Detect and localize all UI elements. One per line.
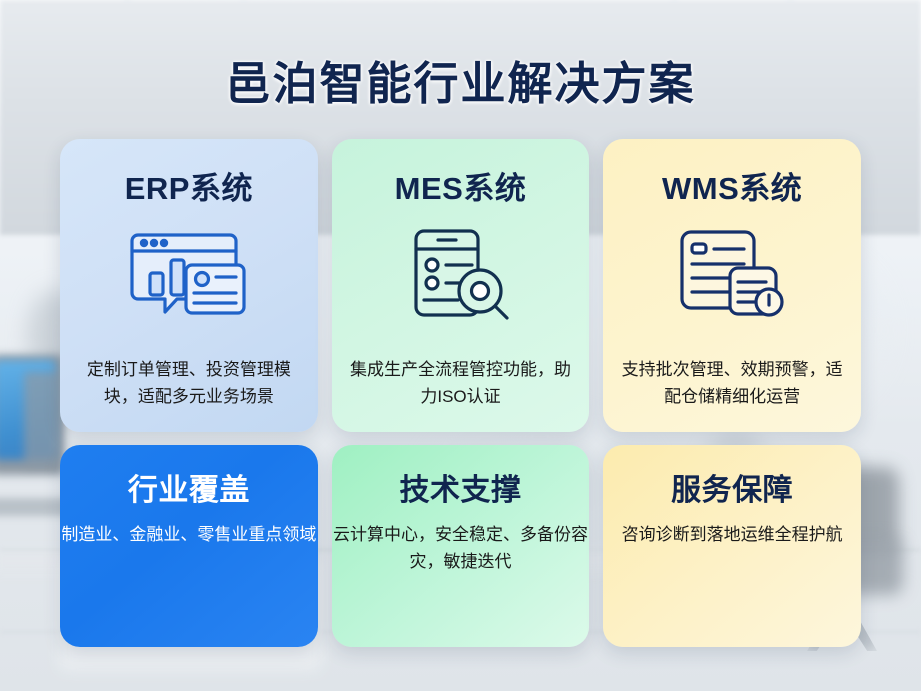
- monitor-frame: [24, 372, 60, 468]
- card-row-top: ERP系统: [60, 139, 862, 432]
- card-service-guarantee-title: 服务保障: [671, 474, 794, 507]
- keyboard: [0, 498, 76, 516]
- card-wms[interactable]: WMS系统: [603, 139, 862, 432]
- card-service-guarantee[interactable]: 服务保障 咨询诊断到落地运维全程护航: [603, 445, 862, 647]
- card-mes-desc: 集成生产全流程管控功能，助力ISO认证: [350, 360, 571, 406]
- tablet-checklist-search-icon: [401, 224, 521, 324]
- card-industry-coverage[interactable]: 行业覆盖 制造业、金融业、零售业重点领域: [60, 445, 318, 647]
- dashboard-window-icon: [129, 224, 249, 324]
- card-tech-support-title: 技术支撑: [399, 474, 522, 507]
- card-erp[interactable]: ERP系统: [60, 139, 318, 432]
- card-grid: ERP系统: [60, 139, 862, 647]
- card-wms-title: WMS系统: [662, 171, 803, 206]
- card-erp-title: ERP系统: [124, 171, 253, 206]
- card-industry-coverage-title: 行业覆盖: [127, 474, 250, 507]
- card-service-guarantee-desc: 咨询诊断到落地运维全程护航: [621, 525, 843, 544]
- card-mes[interactable]: MES系统: [331, 139, 590, 432]
- card-mes-title: MES系统: [394, 171, 527, 206]
- card-row-bottom: 行业覆盖 制造业、金融业、零售业重点领域 技术支撑 云计算中心，安全稳定、多备份…: [60, 445, 862, 647]
- card-tech-support-desc: 云计算中心，安全稳定、多备份容灾，敏捷迭代: [333, 525, 588, 572]
- card-wms-desc: 支持批次管理、效期预警，适配仓储精细化运营: [621, 360, 843, 406]
- card-tech-support[interactable]: 技术支撑 云计算中心，安全稳定、多备份容灾，敏捷迭代: [331, 445, 590, 647]
- documents-alert-icon: [672, 224, 792, 324]
- card-erp-desc: 定制订单管理、投资管理模块，适配多元业务场景: [86, 360, 291, 406]
- page-title: 邑泊智能行业解决方案: [225, 58, 696, 109]
- card-industry-coverage-desc: 制造业、金融业、零售业重点领域: [61, 525, 317, 544]
